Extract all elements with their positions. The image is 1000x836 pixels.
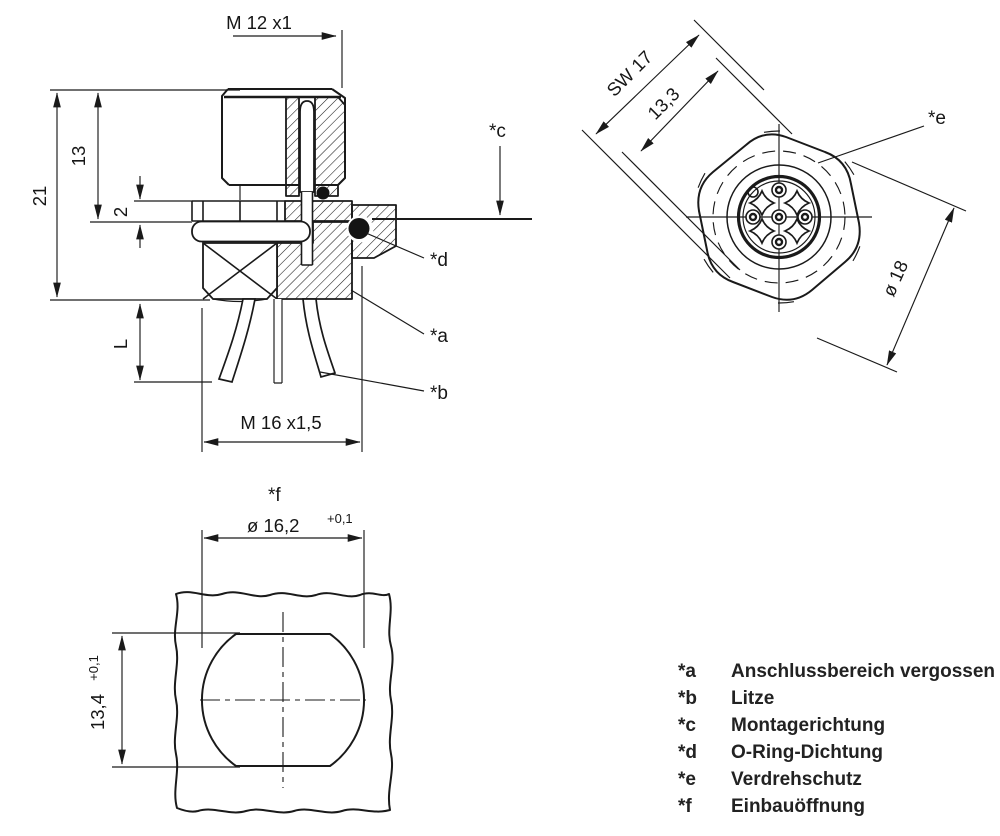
ref-f-label: *f xyxy=(268,485,281,506)
ref-d-leader xyxy=(365,232,425,259)
ext-dia18 xyxy=(816,161,967,373)
ext-dia162 xyxy=(201,530,365,648)
ref-e-label: *e xyxy=(928,108,946,129)
dim-m16-label: M 16 x1,5 xyxy=(240,412,321,433)
legend-text-e: Verdrehschutz xyxy=(731,769,862,790)
ref-b-label: *b xyxy=(430,383,448,404)
center-lead-fill xyxy=(274,299,282,383)
ref-e-leader xyxy=(817,125,925,164)
front-face-view: SW 17 13,3 ø 18 *e xyxy=(581,19,967,373)
dim-dia18-label: ø 18 xyxy=(878,257,912,299)
dim-sw17-label: SW 17 xyxy=(602,46,656,100)
panel-outline xyxy=(173,591,394,814)
dim-dia162-label: ø 16,2 xyxy=(247,515,299,536)
body-left-edge xyxy=(221,88,230,186)
section-wall-inner xyxy=(285,96,300,197)
ref-d-label: *d xyxy=(430,250,448,271)
dim-dia18-line xyxy=(886,207,955,366)
dim-13-3-line xyxy=(640,70,719,152)
legend-key-c: *c xyxy=(678,715,696,736)
panel-cutout-view: ø 16,2 +0,1 *f 13,4 +0,1 xyxy=(86,485,394,814)
dim-dia162-tolerance: +0,1 xyxy=(327,511,353,526)
ref-b-leader xyxy=(319,371,425,392)
hex-flange xyxy=(191,200,285,222)
dim-L-label: L xyxy=(110,339,131,349)
dim-21-label: 21 xyxy=(29,186,50,207)
hole-centerlines xyxy=(200,612,366,788)
contact-slot xyxy=(299,100,315,193)
side-section-view: M 12 x1 21 13 2 L M 16 x1,5 xyxy=(29,12,532,452)
corner-dashed-arcs xyxy=(692,130,866,304)
ext-sw17 xyxy=(581,19,765,279)
legend-text-d: O-Ring-Dichtung xyxy=(731,742,883,763)
oring-icon xyxy=(348,218,370,239)
ext-13-3 xyxy=(621,57,793,271)
ref-c-label: *c xyxy=(489,121,506,142)
ref-a-leader xyxy=(350,289,425,335)
legend-key-a: *a xyxy=(678,661,696,682)
legend-key-f: *f xyxy=(678,796,692,817)
hex-nut-chamfer xyxy=(212,298,268,303)
dim-134-label: 13,4 xyxy=(87,694,108,730)
legend-text-f: Einbauöffnung xyxy=(731,796,865,817)
inner-seal-icon xyxy=(316,186,330,200)
dim-m12-label: M 12 x1 xyxy=(226,12,292,33)
ref-a-label: *a xyxy=(430,326,448,347)
keying-diamonds xyxy=(747,188,812,246)
dim-13-3-label: 13,3 xyxy=(643,83,683,123)
ext-134 xyxy=(112,632,240,768)
wire-left xyxy=(217,298,257,384)
section-flange xyxy=(284,200,353,222)
contact-pins xyxy=(745,182,813,250)
legend: *a Anschlussbereich vergossen *b Litze *… xyxy=(678,661,995,817)
legend-text-a: Anschlussbereich vergossen xyxy=(731,661,995,682)
legend-text-c: Montagerichtung xyxy=(731,715,885,736)
center-lead xyxy=(273,299,283,384)
legend-text-b: Litze xyxy=(731,688,774,709)
hex-nut-cross xyxy=(202,242,278,300)
mounting-hole xyxy=(201,633,365,767)
dim-2-label: 2 xyxy=(110,207,131,217)
wire-right xyxy=(302,298,337,379)
legend-key-b: *b xyxy=(678,688,697,709)
coding-notch-icon xyxy=(747,186,759,198)
legend-key-e: *e xyxy=(678,769,696,790)
dim-134-tolerance: +0,1 xyxy=(86,655,101,681)
connector-body xyxy=(191,88,532,384)
legend-key-d: *d xyxy=(678,742,697,763)
washer xyxy=(191,220,311,243)
dim-13-label: 13 xyxy=(68,146,89,167)
body-right-edge xyxy=(331,88,346,186)
hex-body-outline xyxy=(697,133,861,301)
